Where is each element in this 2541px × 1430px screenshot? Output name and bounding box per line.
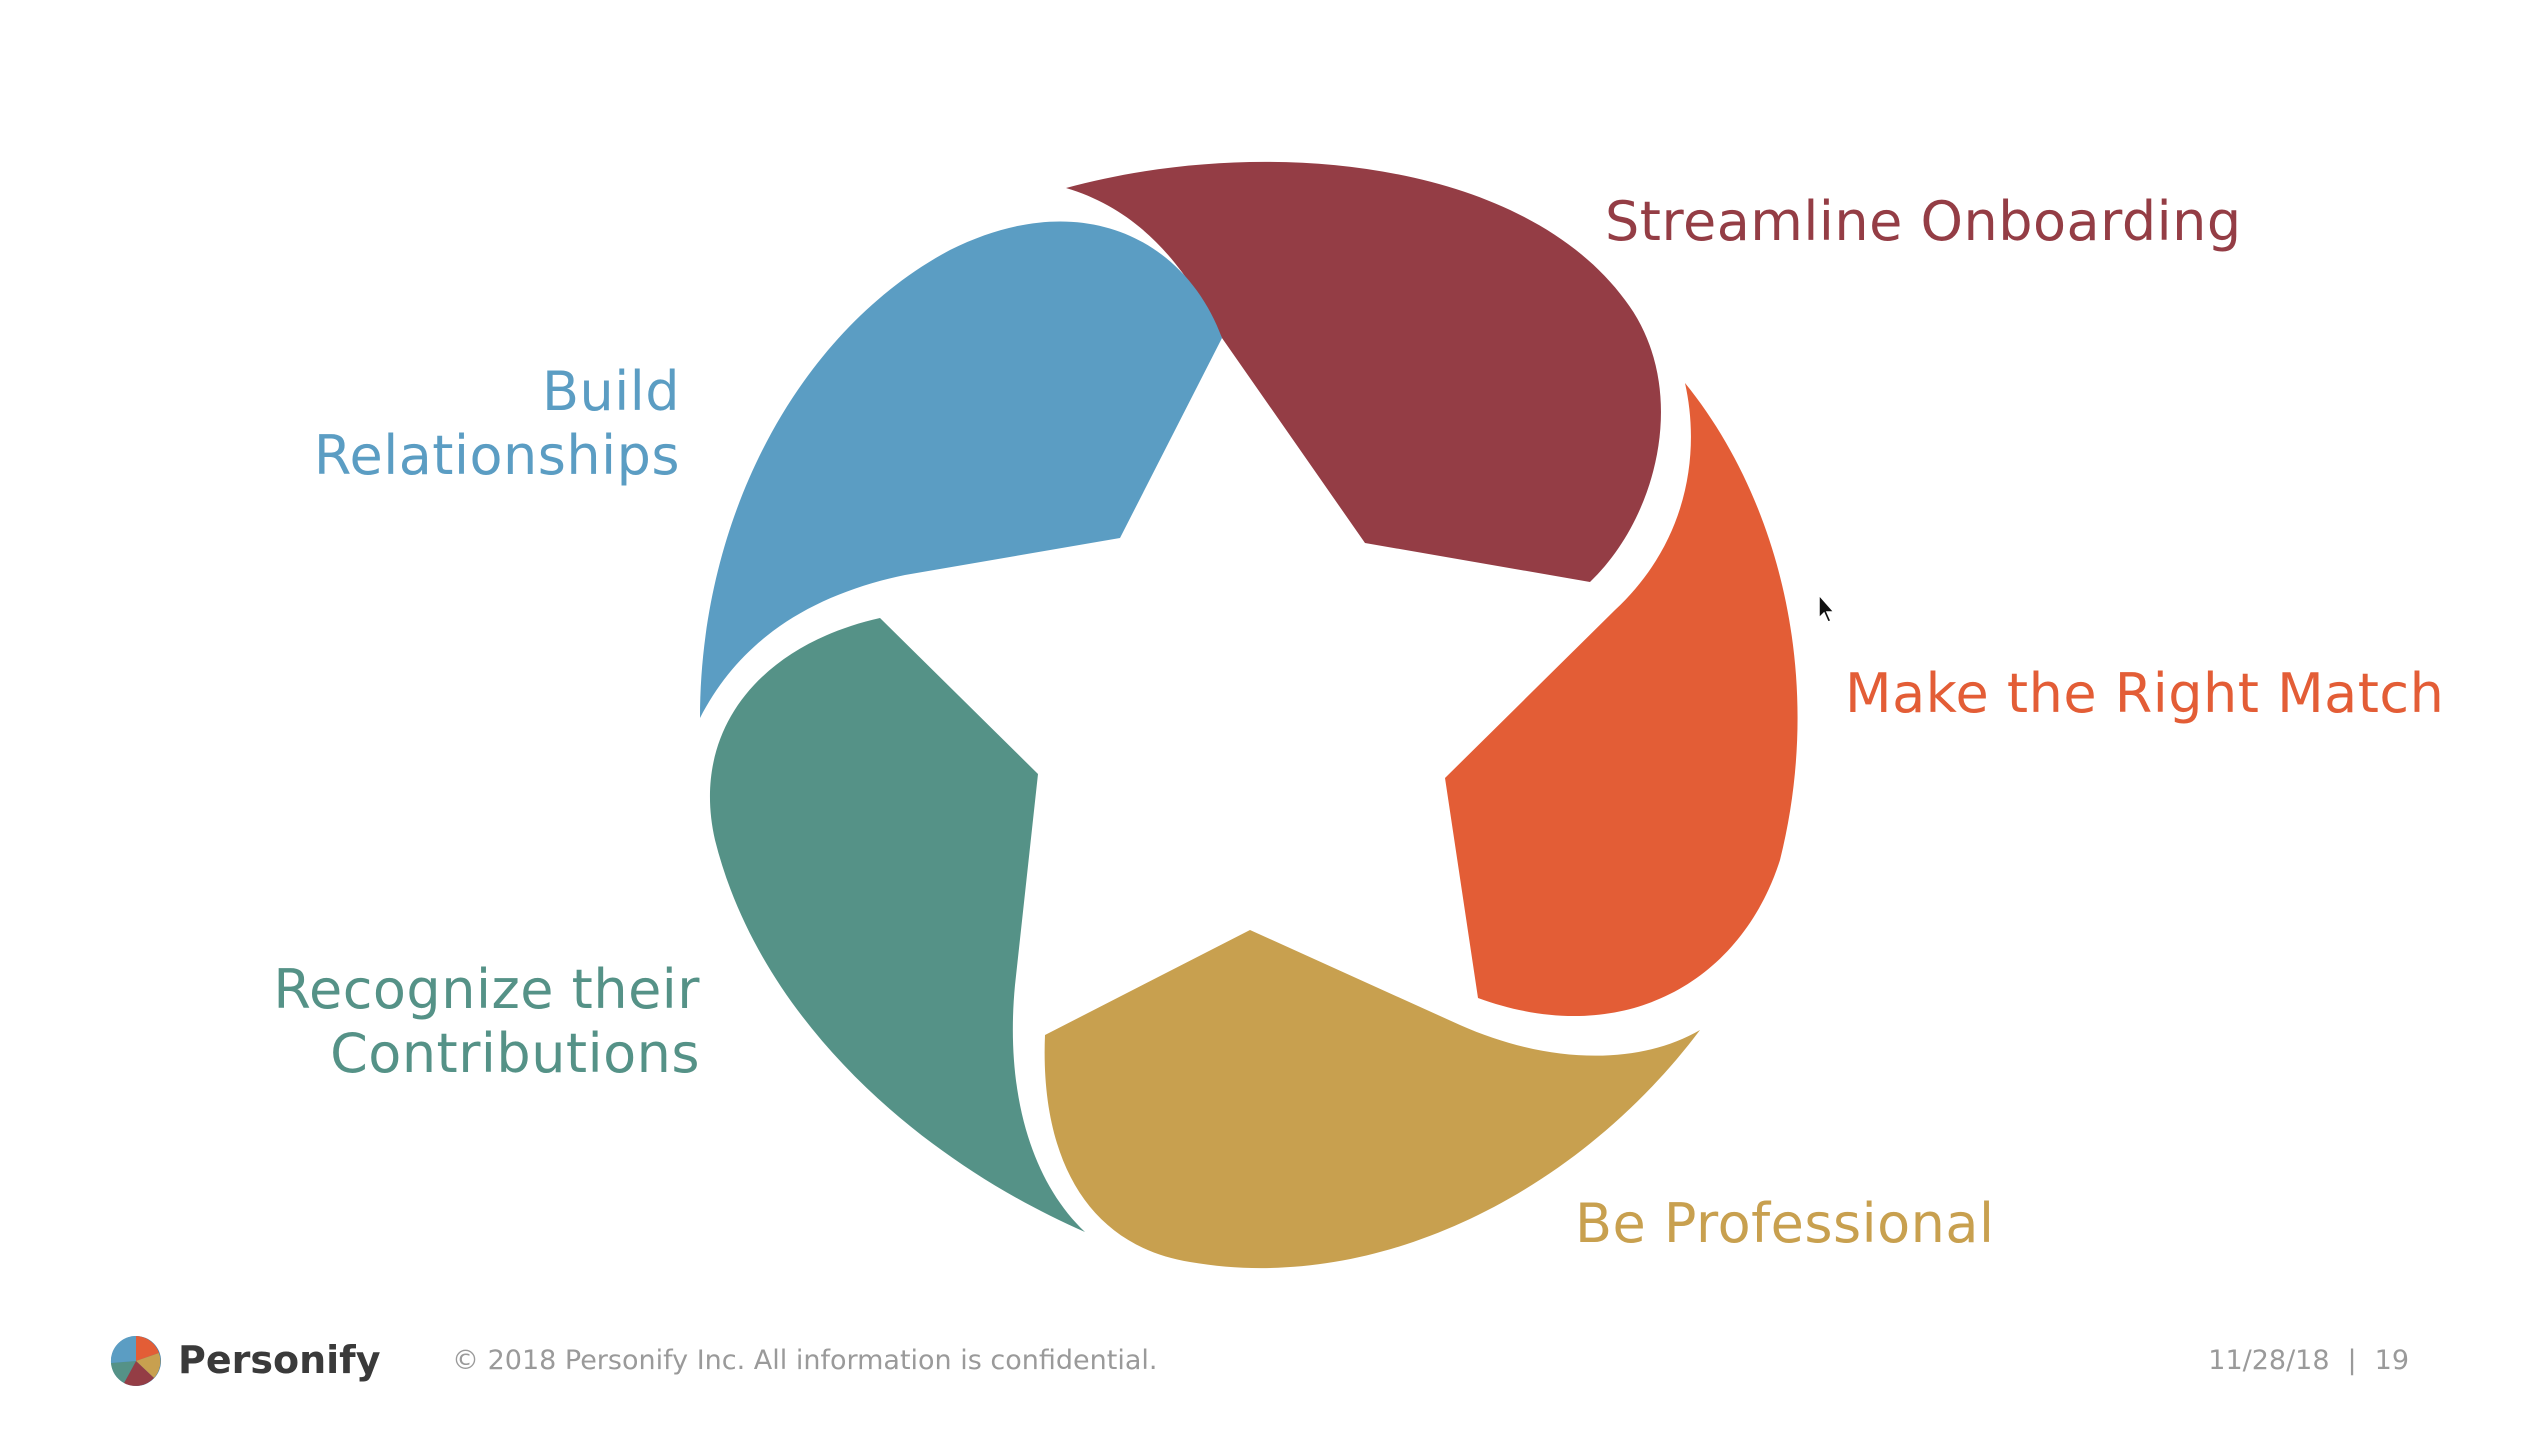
label-be-professional: Be Professional: [1575, 1192, 1994, 1256]
segment-build-relationships: [700, 221, 1222, 718]
label-line: Recognize their: [273, 958, 700, 1021]
copyright-notice: © 2018 Personify Inc. All information is…: [452, 1345, 1158, 1376]
label-recognize-their-contributions: Recognize their Contributions: [240, 958, 700, 1086]
label-line: Make the Right Match: [1845, 662, 2445, 725]
label-line: Be Professional: [1575, 1192, 1995, 1255]
date-and-page: 11/28/18 | 19: [2208, 1345, 2409, 1376]
segment-make-the-right-match: [1445, 383, 1798, 1017]
segment-recognize-their-contributions: [709, 618, 1085, 1232]
label-make-the-right-match: Make the Right Match: [1845, 662, 2444, 726]
brand-name: Personify: [178, 1338, 381, 1382]
label-streamline-onboarding: Streamline Onboarding: [1605, 190, 2242, 254]
label-line: Relationships: [313, 424, 680, 487]
segment-be-professional: [1044, 930, 1700, 1269]
slide-date: 11/28/18: [2208, 1345, 2330, 1376]
mouse-cursor-icon: [1818, 594, 1836, 623]
label-line: Build: [541, 360, 680, 423]
label-build-relationships: Build Relationships: [300, 360, 680, 488]
segment-streamline-onboarding: [1066, 161, 1661, 582]
label-line: Contributions: [330, 1022, 700, 1085]
personify-logo-icon: [110, 1335, 161, 1386]
label-line: Streamline Onboarding: [1605, 190, 2242, 253]
page-number: 19: [2374, 1345, 2409, 1376]
separator: |: [2347, 1345, 2357, 1376]
